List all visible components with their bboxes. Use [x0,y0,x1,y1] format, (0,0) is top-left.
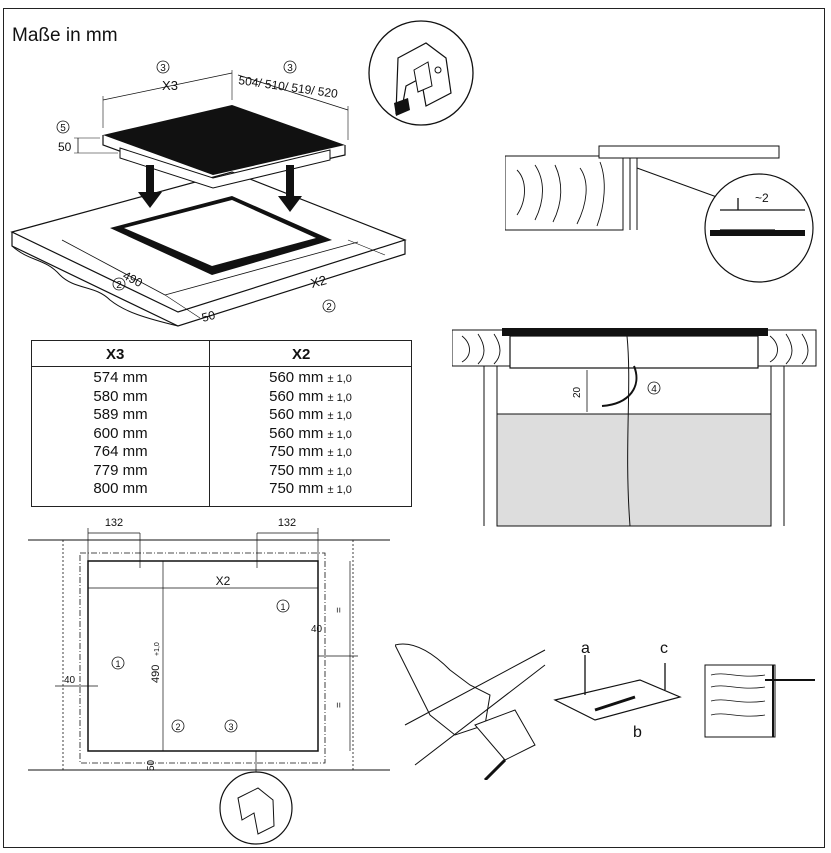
cell-x2: 750 mm ± 1,0 [210,480,411,497]
marker-2: 2 [175,722,180,732]
page-title: Maße in mm [12,25,118,46]
cell-x2-tolerance: ± 1,0 [327,447,352,459]
marker-2-left: 2 [116,280,122,291]
insert-arrow-right [278,165,302,212]
table-divider [209,341,210,506]
label-40-left: 40 [64,675,76,686]
edge-zoom-circle [704,173,814,283]
cell-x3: 580 mm [93,387,148,405]
hob-section [502,328,768,336]
cell-x2: 750 mm ± 1,0 [210,462,411,479]
worktop-break [11,245,179,327]
cell-x2-value: 560 mm [269,424,324,442]
equal-mark-bottom: = [334,702,345,708]
label-a: a [581,640,590,657]
label-x2: X2 [216,574,231,588]
cell-x2-tolerance: ± 1,0 [327,484,352,496]
marker-3: 3 [228,722,233,732]
cell-x2-value: 560 mm [269,387,324,405]
equal-mark-top: = [334,607,345,613]
removal-steps: a c b [395,640,815,780]
hob-lift [553,679,682,721]
cell-x3: 764 mm [93,443,148,460]
diagram-frame [3,8,825,848]
cell-x2-tolerance: ± 1,0 [327,391,352,404]
cell-x2: 560 mm ± 1,0 [210,406,411,423]
label-490: 490 [150,665,162,683]
hand-step [395,643,491,736]
marker-4: 4 [651,384,657,395]
section-detail: 20 4 [452,328,817,527]
label-x3: X3 [162,78,178,93]
hob-plate [598,145,780,159]
label-clearance: 20 [572,386,583,398]
table-row: 580 mm 560 mm ± 1,0 [32,388,411,405]
cell-x2: 750 mm ± 1,0 [210,443,411,460]
cell-x2-value: 750 mm [269,461,324,479]
cell-x3: 589 mm [93,406,148,423]
cell-x2: 560 mm ± 1,0 [210,425,411,442]
marker-3-depth: 3 [287,63,293,74]
outline-hob [79,552,326,764]
dimension-table: X3 X2 574 mm 560 mm ± 1,0 580 mm 560 mm ± 1… [31,340,412,507]
cell-x2: 560 mm ± 1,0 [210,388,411,405]
table-row: 779 mm 750 mm ± 1,0 [32,462,411,479]
table-row: 600 mm 560 mm ± 1,0 [32,425,411,442]
cell-x3: 800 mm [93,480,148,497]
cell-x2-value: 750 mm [269,480,324,497]
header-x2: X2 [292,346,311,363]
cell-x2-tolerance: ± 1,0 [327,373,352,385]
cell-x2-value: 750 mm [269,443,324,460]
cell-x2-value: 560 mm [269,369,324,386]
table-row: 574 mm 560 mm ± 1,0 [32,369,411,386]
marker-3-x3: 3 [160,63,166,74]
plan-view: 132 132 X2 490 +1,0 40 40 50 = = 1 1 2 3 [28,517,390,845]
label-132-right: 132 [278,517,296,529]
insert-arrow-left [138,165,162,208]
cell-x3: 600 mm [93,424,148,442]
marker-1-right: 1 [280,602,285,612]
cell-x3: 574 mm [93,369,148,386]
header-x3: X3 [106,346,125,363]
hob-glass [103,105,345,175]
clip-detail [368,20,474,126]
cell-x2-value: 560 mm [269,406,324,423]
label-gap: ~2 [755,191,769,205]
marker-5: 5 [60,123,66,134]
label-490-tol: +1,0 [154,642,161,656]
marker-1-left: 1 [115,659,120,669]
label-cut-x2: X2 [309,272,328,291]
cell-x2: 560 mm ± 1,0 [210,369,411,386]
label-depth: 504/ 510/ 519/ 520 [238,73,339,101]
table-row: 764 mm 750 mm ± 1,0 [32,443,411,460]
label-edge: 50 [200,308,217,325]
label-height: 50 [58,140,72,154]
cell-x2-tolerance: ± 1,0 [327,428,352,441]
label-40-right: 40 [311,624,323,635]
label-132-left: 132 [105,517,123,529]
cell-x3: 779 mm [93,461,148,479]
label-50: 50 [146,759,157,771]
table-row: 800 mm 750 mm ± 1,0 [32,480,411,497]
drawer-front [496,413,772,527]
cell-x2-tolerance: ± 1,0 [327,410,352,422]
label-b: b [633,724,642,741]
hob-installation-diagram: 3 X3 3 504/ 510/ 519/ 520 5 50 490 2 X2 … [10,60,407,327]
cutout-rect [87,560,319,752]
edge-detail: ~2 [505,145,814,283]
table-row: 589 mm 560 mm ± 1,0 [32,406,411,423]
table-header [32,341,411,367]
cell-x2-tolerance: ± 1,0 [327,465,352,478]
marker-2-right: 2 [326,302,332,313]
label-c: c [660,640,668,657]
